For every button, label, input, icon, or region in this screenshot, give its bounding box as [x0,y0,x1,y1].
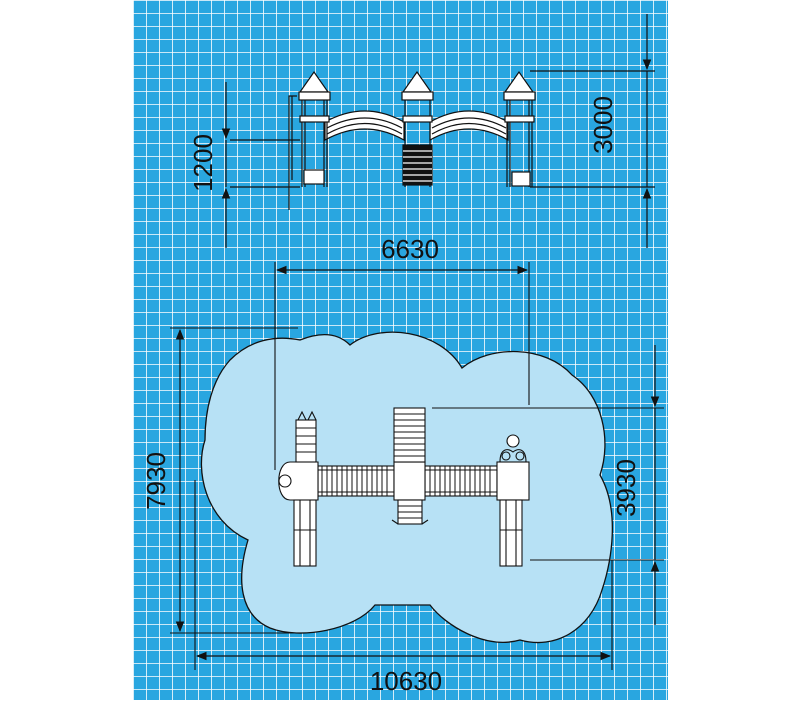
right-arch-bridge [429,110,509,142]
walkway-left [317,465,395,497]
middle-tower [401,70,434,187]
plan-extension-lines [170,262,664,670]
dimension-platform-height: 1200 [188,82,231,248]
right-steering-wheel [506,434,520,448]
label-platform-height: 1200 [188,134,218,192]
middle-platform [393,461,426,501]
right-tower [503,70,536,187]
left-arch-bridge [324,110,405,142]
dimension-inner-depth: 3930 [611,345,660,625]
right-platform [496,461,530,501]
dimension-elevation-height: 3000 [588,14,652,248]
left-platform [278,461,319,501]
label-overall-width: 10630 [370,666,442,696]
left-tower [288,70,331,210]
elevation-view [230,70,655,210]
label-overall-depth: 7930 [141,452,171,510]
left-top-ladder [295,419,317,463]
label-inner-depth: 3930 [611,459,641,517]
left-slide [293,499,317,567]
dimension-overall-depth: 7930 [141,328,185,633]
dimension-overall-width: 10630 [195,651,612,696]
label-inner-width: 6630 [381,234,439,264]
label-elevation-height: 3000 [588,96,618,154]
middle-top-stairs [393,407,426,463]
right-slide [499,499,523,567]
plan-equipment [278,407,530,567]
dimension-inner-width: 6630 [275,234,529,275]
